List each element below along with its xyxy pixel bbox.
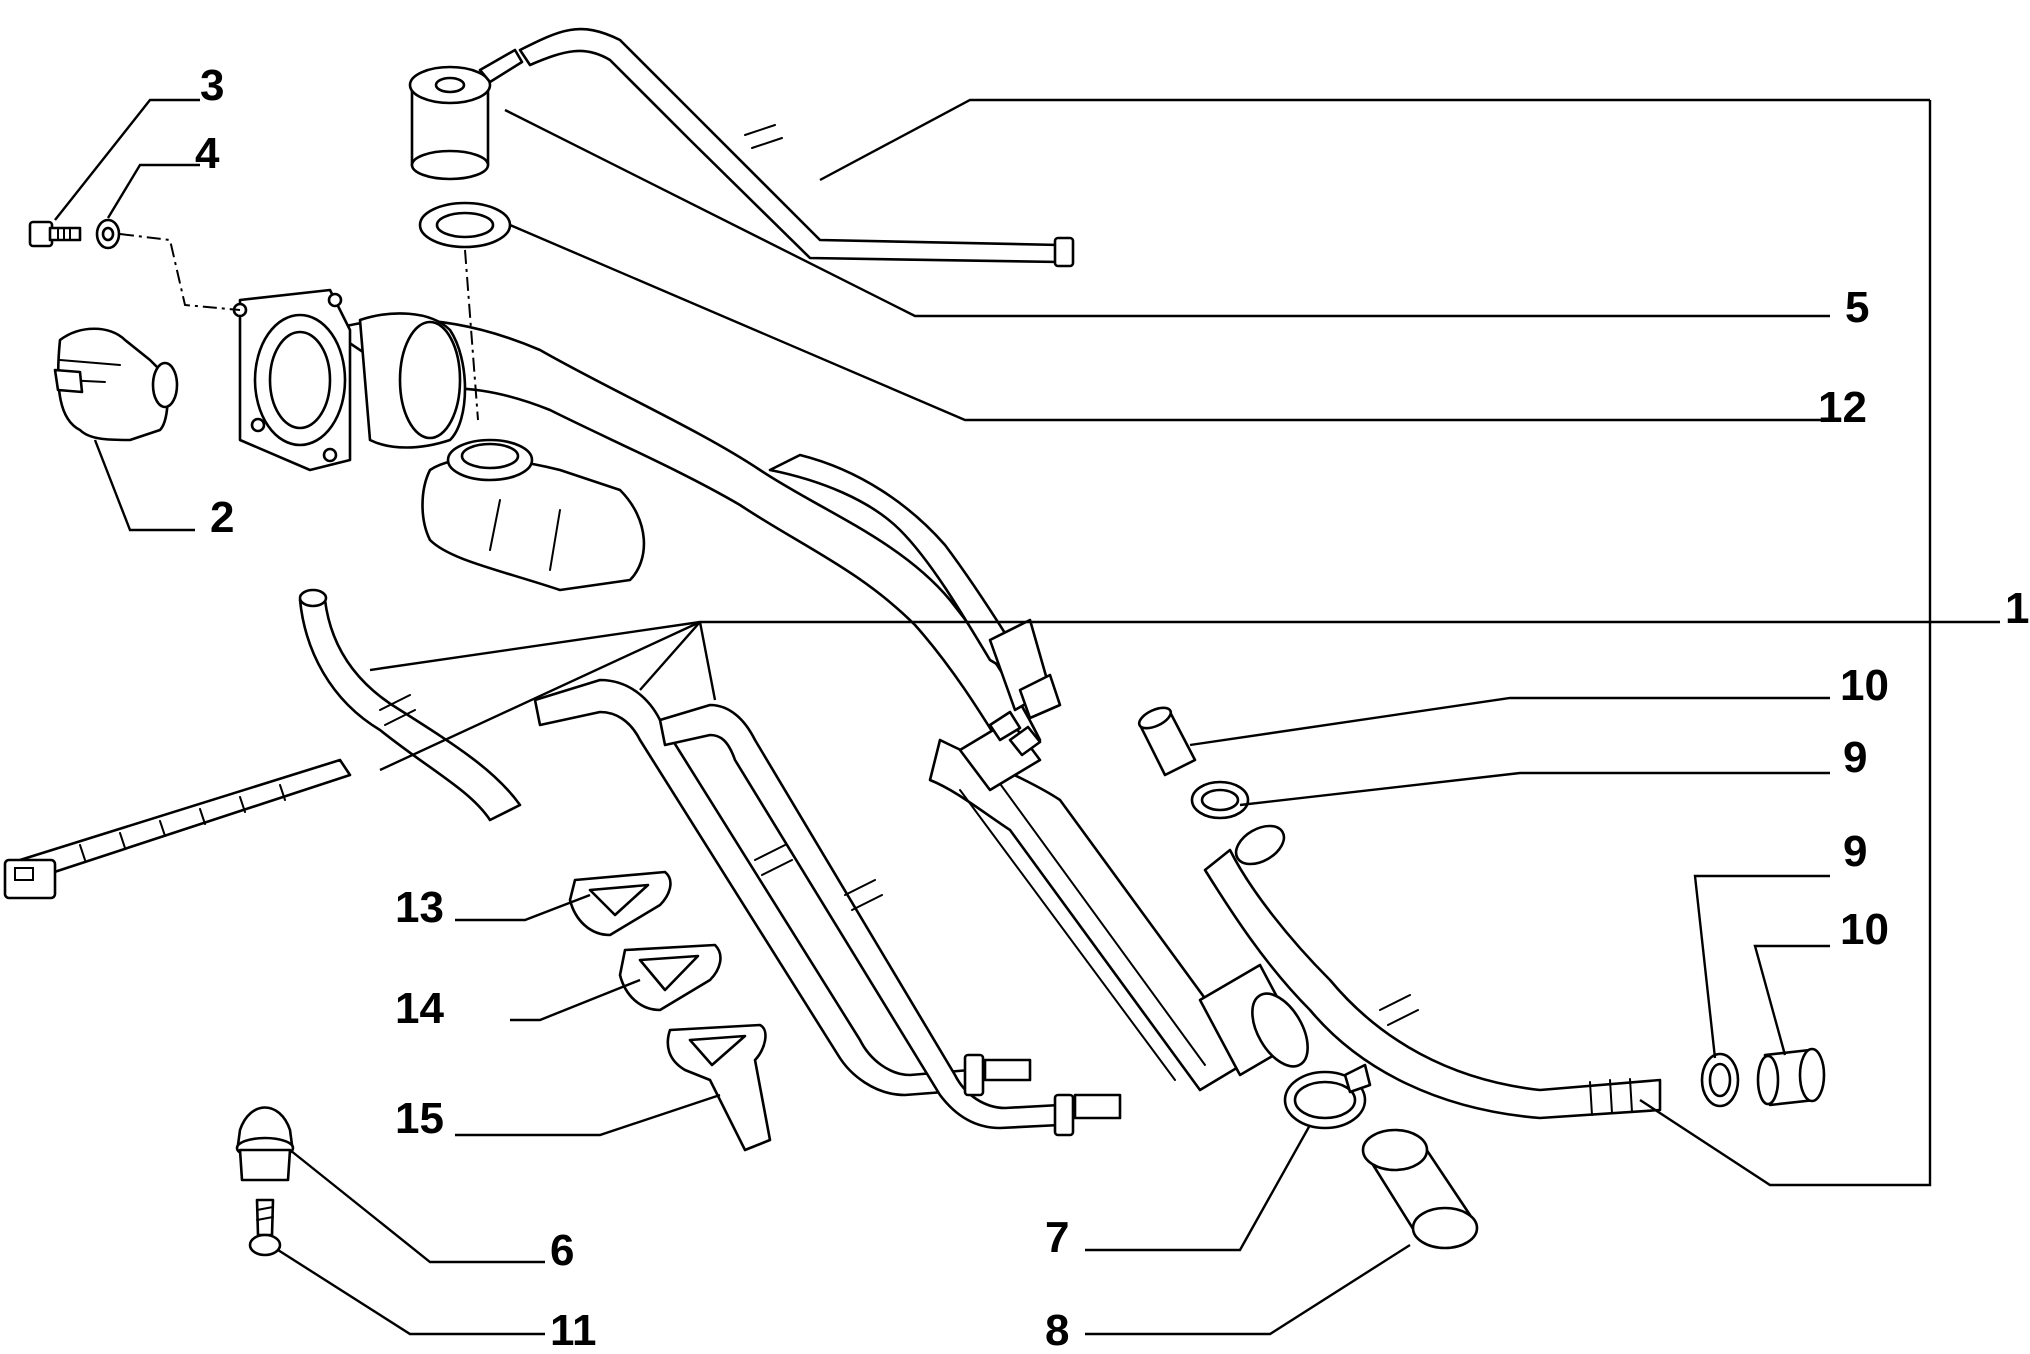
filter-part-10-upper	[1137, 706, 1197, 777]
callout-12: 12	[1818, 383, 1867, 432]
callout-9-lower: 9	[1843, 827, 1867, 876]
callout-numbers: 3 4 5 12 2 1 10 9 9 10 13 14 15 7 6 8 11	[195, 61, 2029, 1354]
vent-valve-part-5	[408, 48, 524, 181]
cover-part-15	[666, 1023, 772, 1152]
callout-9-upper: 9	[1843, 733, 1867, 782]
callout-8: 8	[1045, 1306, 1069, 1354]
callout-11: 11	[550, 1306, 597, 1354]
callout-3: 3	[200, 61, 224, 110]
callout-5: 5	[1845, 283, 1869, 332]
callout-7: 7	[1045, 1213, 1069, 1262]
gasket-part-14	[618, 943, 722, 1012]
screw-part-11	[248, 1198, 282, 1257]
callout-14: 14	[395, 984, 444, 1033]
callout-4: 4	[195, 129, 220, 178]
filler-housing	[232, 288, 467, 472]
leader-lines	[54, 98, 2000, 1336]
callout-15: 15	[395, 1094, 444, 1143]
clip-part-9-upper	[1190, 780, 1250, 820]
callout-6: 6	[550, 1226, 574, 1275]
filler-neck-pipe	[328, 318, 1309, 1092]
filter-part-10-lower	[1756, 1047, 1826, 1107]
gasket-part-13	[568, 870, 672, 937]
callout-10-upper: 10	[1840, 661, 1889, 710]
callout-2: 2	[210, 493, 234, 542]
sleeve-part-8	[1361, 1128, 1479, 1250]
callout-13: 13	[395, 883, 444, 932]
clamp-part-7	[1283, 1063, 1372, 1130]
filler-cap	[53, 327, 179, 442]
seal-ring-part-12	[418, 201, 512, 249]
screw-part-3	[28, 220, 82, 248]
plug-part-6	[235, 1106, 295, 1182]
expansion-chamber	[421, 438, 646, 592]
callout-10-lower: 10	[1840, 905, 1889, 954]
hose-strap	[3, 758, 352, 900]
washer-part-4	[95, 218, 121, 250]
clip-part-9-lower	[1700, 1052, 1740, 1108]
callout-1: 1	[2005, 584, 2029, 633]
